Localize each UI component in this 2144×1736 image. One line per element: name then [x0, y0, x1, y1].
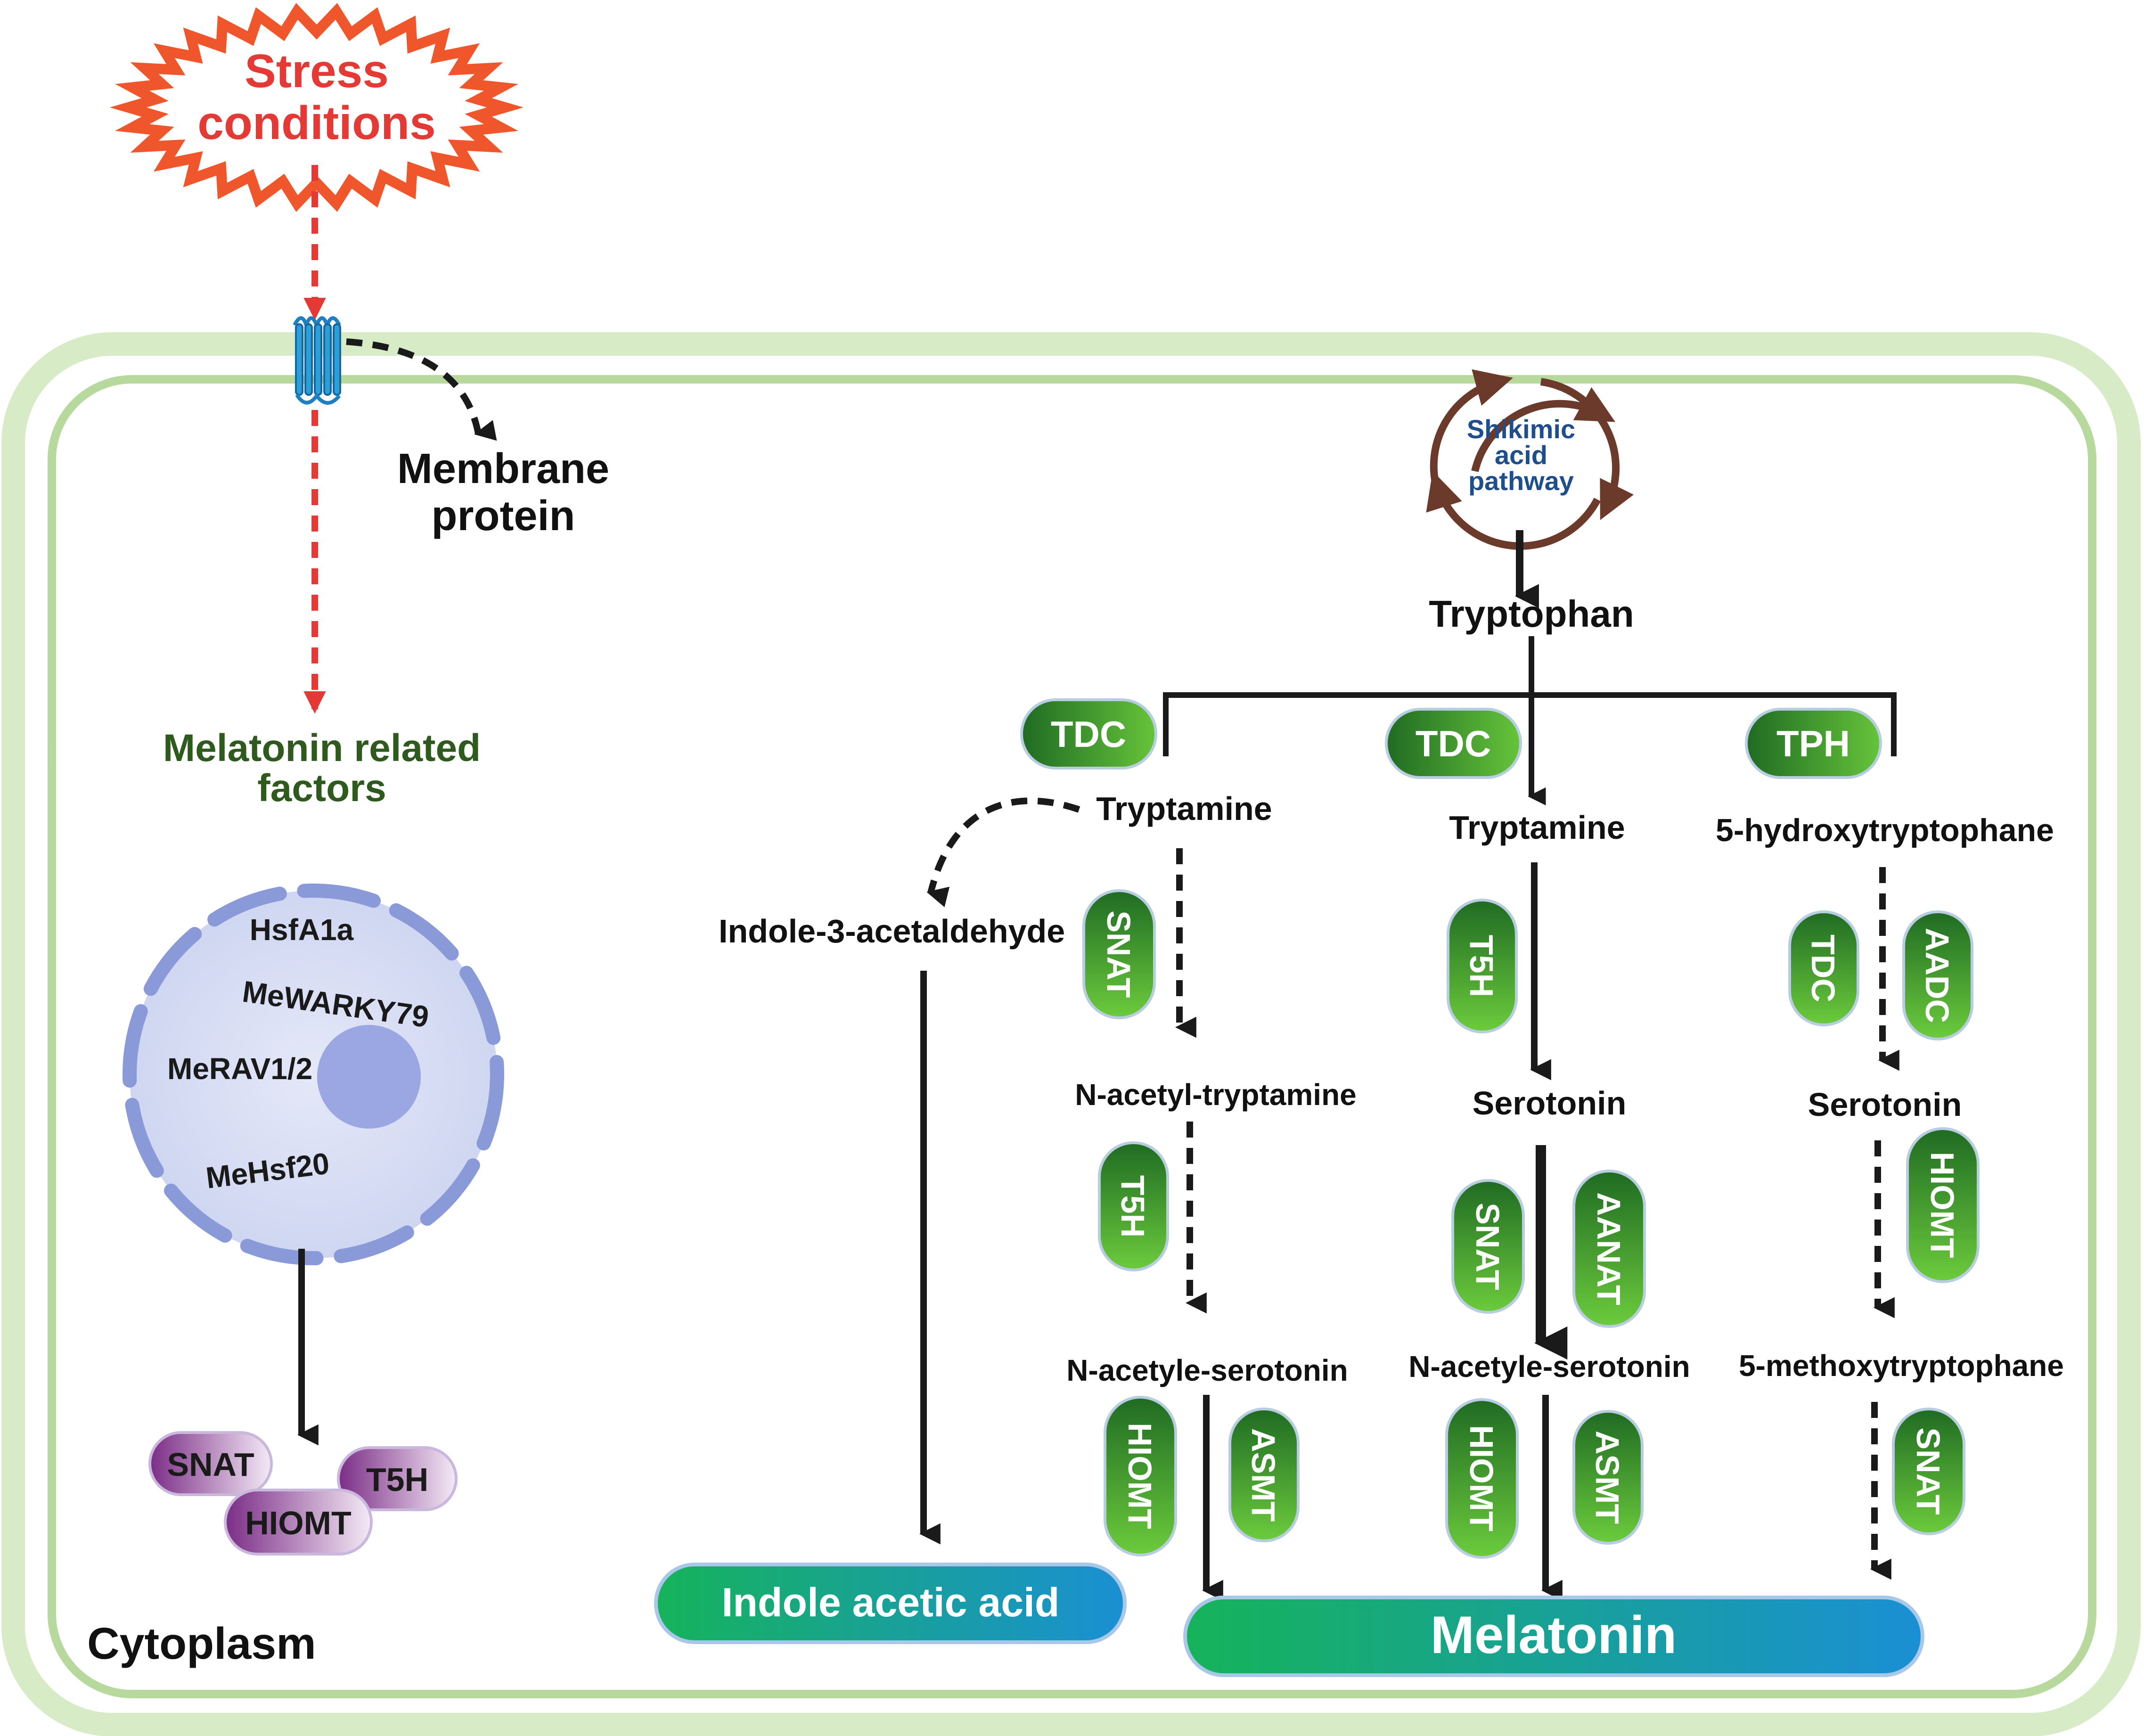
shikimic-label-line1: Shikimic	[1467, 414, 1575, 444]
svg-text:AADC: AADC	[1919, 928, 1956, 1023]
svg-text:HIOMT: HIOMT	[245, 1505, 352, 1541]
cytoplasm-label: Cytoplasm	[87, 1619, 316, 1669]
svg-text:TDC: TDC	[1051, 713, 1126, 755]
tryptamine-to-indole-acetaldehyde-arrow	[926, 797, 1080, 908]
cyto-enzyme-snat: SNAT	[148, 1431, 273, 1496]
enzyme-aadc-right: AADC	[1902, 910, 1973, 1040]
svg-text:HIOMT: HIOMT	[1463, 1425, 1500, 1531]
svg-text:AANAT: AANAT	[1590, 1192, 1627, 1305]
svg-text:TDC: TDC	[1416, 723, 1491, 764]
methoxytryptophane-label: 5-methoxytryptophane	[1739, 1349, 2064, 1383]
serotonin-mid-label: Serotonin	[1473, 1085, 1627, 1122]
membrane-protein-arrow	[346, 338, 497, 441]
enzyme-tdc-mid: TDC	[1385, 708, 1522, 779]
svg-text:SNAT: SNAT	[167, 1446, 254, 1483]
indole-acetaldehyde-label: Indole-3-acetaldehyde	[719, 913, 1065, 950]
enzyme-snat-right: SNAT	[1892, 1408, 1965, 1535]
hydroxytryptophane-label: 5-hydroxytryptophane	[1716, 812, 2054, 848]
enzyme-hiomt-left: HIOMT	[1104, 1396, 1177, 1556]
svg-text:Melatonin: Melatonin	[1431, 1605, 1677, 1664]
svg-text:T5H: T5H	[1463, 935, 1500, 997]
stress-label-line2: conditions	[197, 97, 436, 149]
shikimic-label-line3: pathway	[1468, 466, 1574, 496]
svg-text:T5H: T5H	[366, 1461, 428, 1498]
membrane-receptor-icon	[293, 316, 341, 405]
stress-label-line1: Stress	[245, 45, 389, 98]
stress-burst: Stress conditions	[109, 3, 524, 212]
svg-text:SNAT: SNAT	[1469, 1203, 1506, 1290]
svg-text:SNAT: SNAT	[1100, 910, 1137, 998]
nucleus: HsfA1a MeWARKY79 MeRAV1/2 MeHsf20	[123, 884, 504, 1265]
enzyme-aanat-mid: AANAT	[1572, 1170, 1646, 1328]
product-melatonin: Melatonin	[1183, 1596, 1924, 1677]
tryptophan-label: Tryptophan	[1429, 593, 1634, 635]
product-indole-acetic-acid: Indole acetic acid	[654, 1563, 1127, 1644]
enzyme-hiomt-right: HIOMT	[1906, 1127, 1980, 1283]
svg-text:HIOMT: HIOMT	[1121, 1423, 1158, 1529]
nucleus-factor-merav: MeRAV1/2	[167, 1052, 312, 1086]
svg-text:TDC: TDC	[1805, 934, 1841, 1002]
cyto-enzyme-hiomt: HIOMT	[224, 1489, 373, 1556]
nucleolus	[317, 1025, 421, 1129]
enzyme-snat-mid: SNAT	[1451, 1179, 1525, 1314]
n-acetyle-serotonin-left-label: N-acetyle-serotonin	[1066, 1353, 1348, 1387]
serotonin-right-label: Serotonin	[1808, 1086, 1962, 1123]
svg-text:ASMT: ASMT	[1589, 1431, 1626, 1524]
svg-text:T5H: T5H	[1114, 1175, 1151, 1237]
enzyme-t5h-mid: T5H	[1447, 899, 1518, 1033]
shikimic-label-line2: acid	[1495, 440, 1547, 470]
related-factors-label-line2: factors	[257, 767, 386, 810]
enzyme-tph: TPH	[1745, 708, 1882, 779]
n-acetyle-serotonin-mid-label: N-acetyle-serotonin	[1408, 1350, 1690, 1384]
nucleus-factor-hsfa1a: HsfA1a	[250, 913, 354, 947]
membrane-protein-label-line2: protein	[432, 492, 575, 540]
enzyme-hiomt-mid: HIOMT	[1445, 1398, 1519, 1559]
svg-text:Indole acetic acid: Indole acetic acid	[722, 1580, 1060, 1625]
tryptamine-left-label: Tryptamine	[1096, 790, 1272, 827]
enzyme-tdc-right: TDC	[1788, 910, 1859, 1026]
svg-text:SNAT: SNAT	[1910, 1427, 1947, 1515]
cyto-enzyme-t5h: T5H	[337, 1446, 458, 1511]
membrane-protein-label-line1: Membrane	[397, 445, 609, 492]
related-factors-label-line1: Melatonin related	[163, 727, 481, 770]
svg-text:TPH: TPH	[1776, 723, 1850, 764]
enzyme-asmt-mid: ASMT	[1572, 1410, 1644, 1545]
svg-text:HIOMT: HIOMT	[1924, 1152, 1961, 1258]
enzyme-t5h-left: T5H	[1098, 1141, 1169, 1271]
shikimic-cycle: Shikimic acid pathway	[1426, 369, 1634, 550]
enzyme-tdc-left: TDC	[1020, 698, 1157, 770]
enzyme-asmt-left: ASMT	[1228, 1408, 1300, 1542]
n-acetyl-tryptamine-label: N-acetyl-tryptamine	[1075, 1078, 1357, 1112]
cell-wall	[1, 332, 2141, 1736]
enzyme-snat-left: SNAT	[1082, 889, 1156, 1019]
svg-text:ASMT: ASMT	[1245, 1428, 1282, 1522]
tryptophan-branch-lines	[1163, 636, 1897, 806]
tryptamine-mid-label: Tryptamine	[1449, 809, 1625, 846]
